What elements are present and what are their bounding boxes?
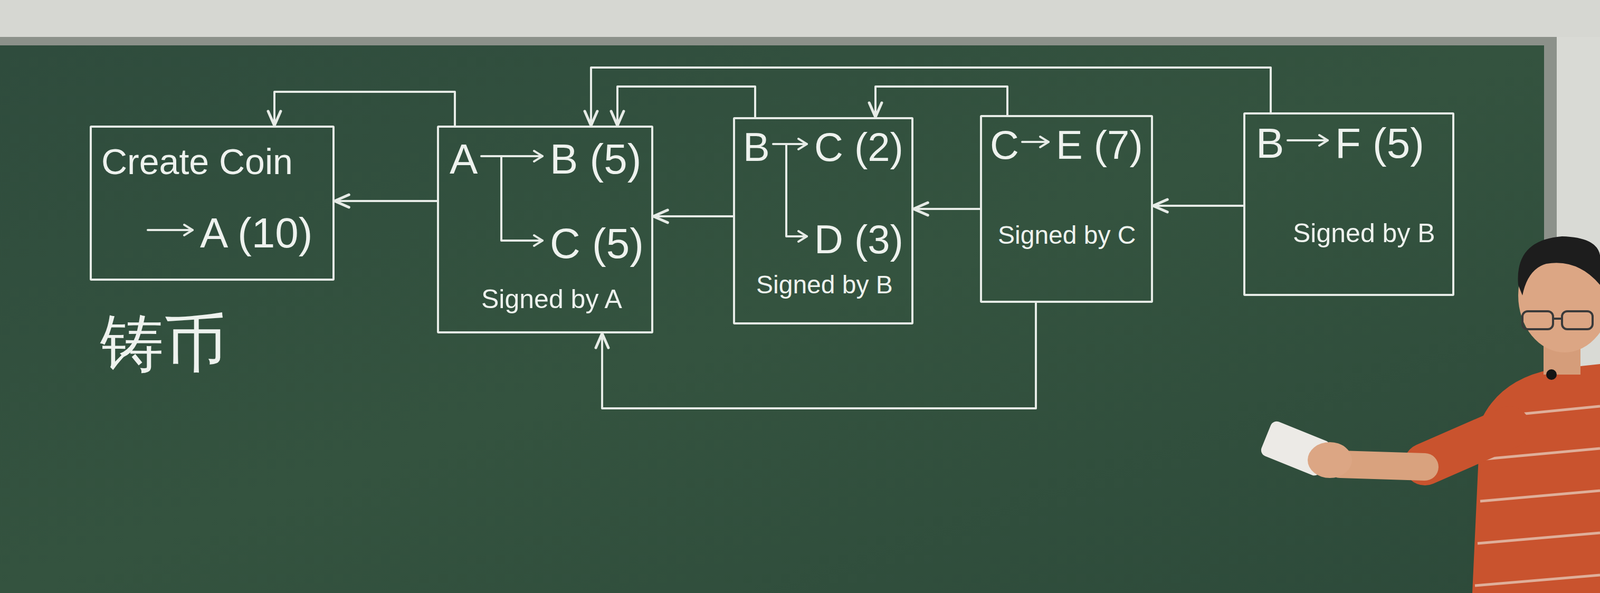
block-text: Create Coin: [101, 143, 293, 180]
inner-arrow: [481, 155, 543, 158]
inner-arrow: [786, 144, 807, 237]
block-box: B C (2) D (3) Signed by B: [732, 117, 914, 325]
block-box: A B (5) C (5) Signed by A: [436, 125, 654, 334]
hash-pointer-arrow: [913, 207, 980, 211]
arrow-head: [1040, 136, 1049, 148]
hand: [1307, 442, 1352, 479]
arrow-head: [1319, 135, 1328, 146]
arrow-head: [798, 231, 807, 242]
block-text: A: [449, 138, 478, 181]
block-box: C E (7) Signed by C: [979, 115, 1154, 303]
block-text: Signed by B: [1292, 220, 1436, 247]
block-text: Signed by C: [997, 222, 1137, 249]
glasses: [1522, 311, 1593, 330]
board-surface: [0, 45, 1545, 593]
block-text: C (2): [814, 127, 904, 168]
inner-arrow: [501, 156, 543, 241]
inner-arrow: [147, 229, 193, 232]
block-text: Signed by B: [756, 272, 893, 298]
hash-pointer-arrow: [1153, 204, 1244, 207]
note-label: 铸币: [100, 308, 227, 379]
inner-arrow: [1287, 139, 1328, 142]
head: [1518, 238, 1600, 353]
inner-arrows: [147, 135, 1328, 246]
block-text: F (5): [1335, 122, 1425, 165]
block-text: C: [989, 125, 1019, 166]
block-box: Create Coin A (10): [89, 125, 335, 281]
hash-pointer-arrow: [334, 200, 437, 203]
hash-pointer-arrow: [274, 91, 455, 126]
forearm: [1340, 464, 1425, 468]
block-text: B: [1255, 122, 1284, 165]
hair: [1517, 236, 1600, 296]
block-text: C (5): [549, 222, 644, 265]
hash-pointer-arrow: [875, 86, 1008, 118]
shirt-stripes: [1474, 406, 1600, 586]
arrow-head: [534, 235, 543, 246]
block-text: B: [743, 127, 770, 168]
neck: [1543, 332, 1581, 375]
arrow-head: [184, 224, 193, 236]
wall: [1556, 36, 1600, 593]
board-frame: [0, 36, 1557, 593]
block-text: B (5): [549, 138, 642, 181]
inner-arrow: [773, 143, 807, 146]
block-text: D (3): [814, 219, 904, 260]
hash-pointer-arrow: [653, 215, 733, 218]
block-text: E (7): [1055, 125, 1144, 166]
inner-arrow: [1022, 140, 1049, 144]
sleeve: [1424, 427, 1510, 465]
shirt: [1472, 364, 1600, 593]
arrow-head: [798, 138, 807, 150]
block-text: Signed by A: [481, 286, 623, 313]
arrow-head: [534, 150, 543, 162]
block-text: A (10): [200, 212, 313, 255]
hash-pointer-arrow: [602, 302, 1036, 409]
block-box: B F (5) Signed by B: [1243, 112, 1455, 297]
hash-pointer-arrow: [591, 67, 1271, 126]
wall: [0, 0, 1600, 43]
held-object: [1259, 419, 1332, 478]
microphone: [1546, 369, 1557, 380]
